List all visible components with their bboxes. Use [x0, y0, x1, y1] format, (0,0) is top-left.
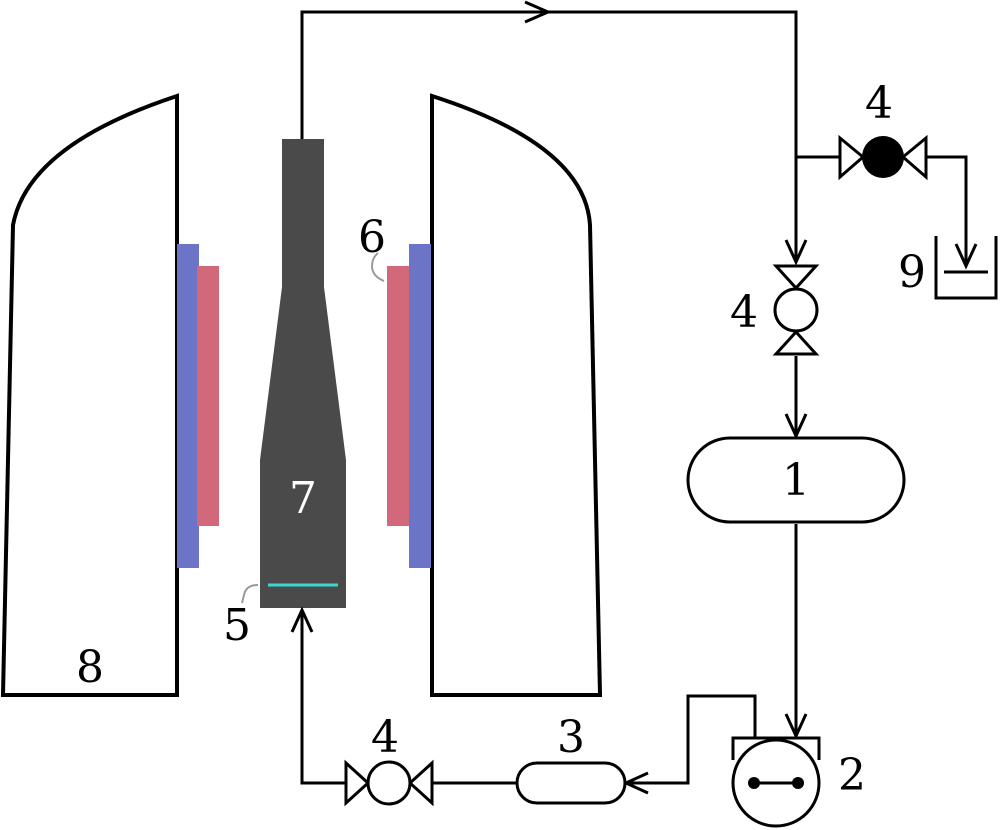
pipe-waste — [926, 155, 968, 266]
arrow-icon — [524, 0, 552, 24]
label-valve-bottom: 4 — [371, 712, 399, 763]
label-coil: 6 — [358, 212, 386, 263]
arrow-icon — [954, 243, 978, 270]
label-pump: 2 — [838, 750, 866, 801]
valve-closed-icon — [838, 134, 928, 181]
valve-icon — [772, 264, 820, 356]
arrow-icon — [784, 239, 808, 266]
valve-icon — [344, 759, 434, 807]
coil-right — [387, 266, 409, 526]
label-waste: 9 — [898, 247, 926, 298]
magnet-left-pole — [0, 93, 179, 697]
pole-face-left — [177, 244, 199, 568]
callout-sample — [241, 584, 259, 604]
label-valve-middle: 4 — [730, 287, 758, 338]
coil-left — [197, 266, 219, 526]
pipe-pump-to-filter — [626, 694, 757, 785]
label-sample: 5 — [223, 600, 251, 651]
label-valve-top: 4 — [865, 78, 893, 129]
filter — [515, 761, 627, 805]
magnet-right-pole — [430, 93, 603, 697]
pump-icon — [731, 736, 821, 828]
callout-coil — [370, 252, 385, 282]
label-magnet: 8 — [76, 642, 104, 693]
arrow-icon — [784, 713, 808, 740]
pole-face-right — [409, 244, 431, 568]
column — [260, 139, 346, 608]
arrow-icon — [290, 606, 314, 633]
label-column: 7 — [289, 473, 317, 524]
label-filter: 3 — [557, 712, 585, 763]
waste-container — [934, 236, 998, 300]
pipe-valve-to-column — [300, 610, 345, 785]
tank — [686, 436, 906, 524]
pipe-top — [300, 10, 798, 157]
arrow-icon — [784, 413, 808, 440]
label-tank: 1 — [782, 455, 810, 506]
